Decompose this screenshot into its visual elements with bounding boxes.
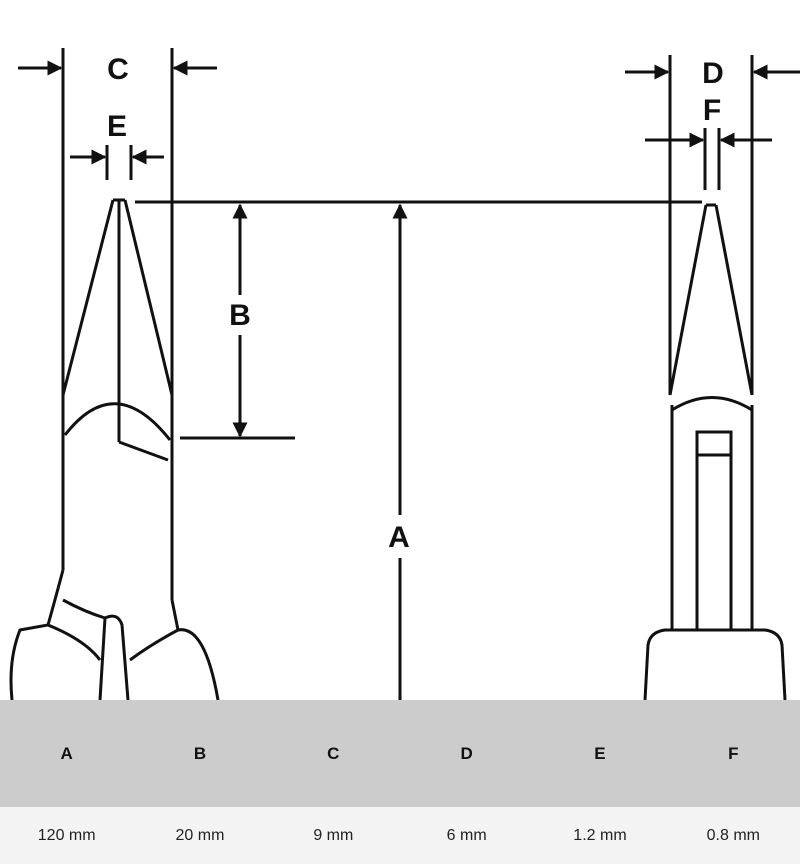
right-plier-drawing [643, 55, 787, 700]
pliers-dimension-diagram: C E B A D F [9, 48, 800, 700]
label-d: D [702, 57, 724, 90]
value-c: 9 mm [266, 807, 400, 864]
value-f: 0.8 mm [666, 807, 800, 864]
label-c: C [107, 53, 129, 86]
header-a: A [0, 700, 134, 807]
dimension-table: A B C D E F 120 mm 20 mm 9 mm 6 mm 1.2 m… [0, 700, 800, 864]
table-header-row: A B C D E F [0, 700, 800, 807]
header-f: F [666, 700, 800, 807]
header-b: B [133, 700, 267, 807]
value-d: 6 mm [399, 807, 534, 864]
header-d: D [399, 700, 534, 807]
header-c: C [266, 700, 400, 807]
label-a: A [388, 521, 410, 554]
label-f: F [703, 94, 721, 127]
label-e: E [107, 110, 127, 143]
table-row: 120 mm 20 mm 9 mm 6 mm 1.2 mm 0.8 mm [0, 807, 800, 864]
value-e: 1.2 mm [533, 807, 667, 864]
value-a: 120 mm [0, 807, 134, 864]
header-e: E [533, 700, 667, 807]
left-plier-drawing [9, 48, 220, 700]
label-b: B [229, 299, 251, 332]
value-b: 20 mm [133, 807, 267, 864]
